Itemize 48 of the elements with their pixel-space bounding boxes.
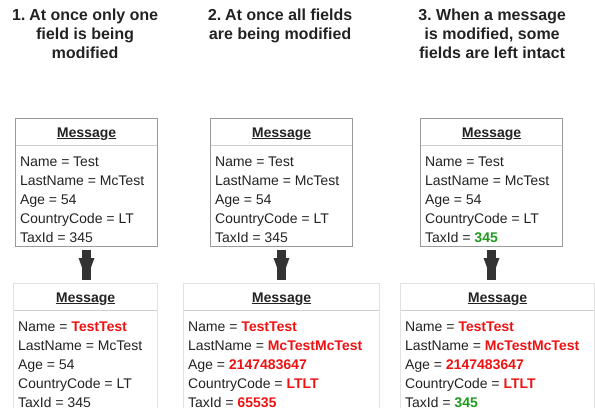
field-value: LastName = McTest (425, 171, 550, 190)
field-value: LastName = McTestMcTest (188, 336, 364, 355)
message-card (15, 118, 158, 247)
field-value: CountryCode = LTLT (405, 374, 537, 393)
message-card (183, 283, 380, 408)
message-card (420, 118, 563, 247)
field-value: LastName = McTest (18, 336, 144, 355)
field-value: Age = 54 (18, 355, 76, 374)
field-value: LastName = McTest (215, 171, 340, 190)
field-value: TaxId = 345 (405, 393, 479, 408)
card-title: Message (56, 289, 116, 305)
message-card (210, 118, 353, 247)
field-value: TaxId = 345 (18, 393, 92, 408)
field-value: Name = TestTest (18, 317, 128, 336)
field-value: TaxId = 345 (20, 228, 94, 247)
field-value: TaxId = 345 (425, 228, 499, 247)
card-title: Message (252, 124, 312, 140)
message-card (13, 283, 158, 408)
card-title: Message (462, 124, 522, 140)
field-value: Name = Test (425, 152, 505, 171)
field-value: CountryCode = LT (425, 209, 540, 228)
message-card (400, 283, 595, 408)
field-value: Name = TestTest (405, 317, 515, 336)
card-title: Message (56, 124, 116, 140)
field-value: TaxId = 345 (215, 228, 289, 247)
field-value: Name = TestTest (188, 317, 298, 336)
column-heading: 1. At once only one field is being modified (10, 6, 160, 63)
column-heading: 2. At once all fields are being modified (206, 6, 354, 44)
field-value: LastName = McTest (20, 171, 146, 190)
field-value: Name = Test (215, 152, 295, 171)
field-value: Age = 2147483647 (405, 355, 525, 374)
field-value: TaxId = 65535 (188, 393, 278, 408)
field-value: CountryCode = LT (215, 209, 330, 228)
field-value: CountryCode = LT (18, 374, 133, 393)
field-value: Name = Test (20, 152, 100, 171)
card-title: Message (252, 289, 312, 305)
down-arrow (274, 250, 290, 280)
field-value: CountryCode = LT (20, 209, 135, 228)
card-title: Message (468, 289, 528, 305)
field-value: Age = 54 (215, 190, 272, 209)
field-value: Age = 54 (20, 190, 78, 209)
field-value: LastName = McTestMcTest (405, 336, 580, 355)
down-arrow (484, 250, 500, 280)
field-value: Age = 2147483647 (188, 355, 308, 374)
field-value: Age = 54 (425, 190, 482, 209)
column-heading: 3. When a message is modified, some fields are left intact (417, 6, 567, 63)
field-value: CountryCode = LTLT (188, 374, 320, 393)
down-arrow (78, 250, 94, 280)
